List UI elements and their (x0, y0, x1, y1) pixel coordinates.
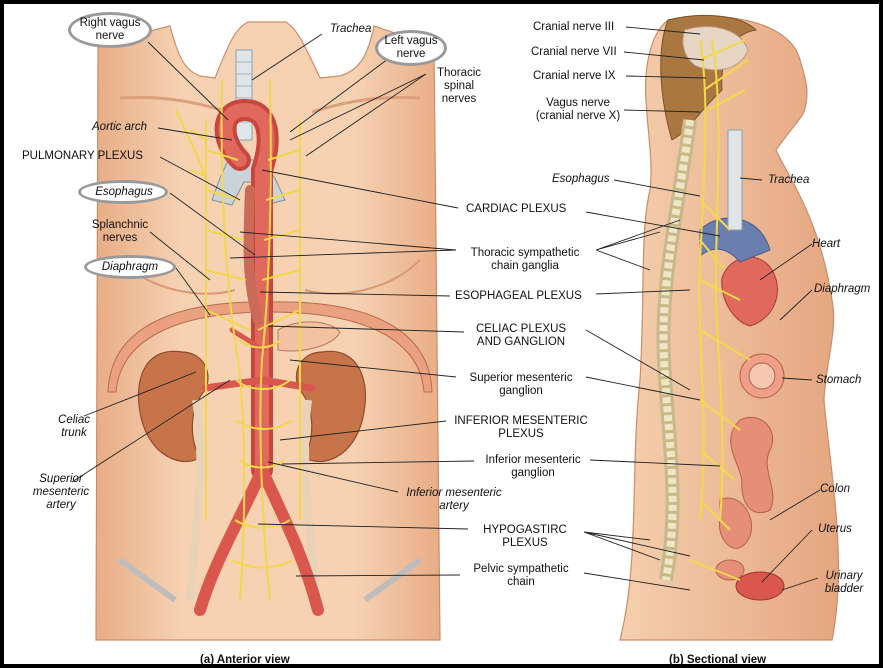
caption-sectional-view: (b) Sectional view (669, 654, 766, 666)
sectional-body (620, 15, 838, 640)
label-cranial-nerve-ix: Cranial nerve IX (533, 70, 615, 83)
label-esophagus-anterior: Esophagus (82, 186, 166, 199)
label-stomach: Stomach (816, 374, 861, 387)
label-heart: Heart (812, 238, 840, 251)
label-uterus: Uterus (818, 523, 852, 536)
label-pulmonary-plexus: PULMONARY PLEXUS (22, 150, 143, 163)
label-esophageal-plexus: ESOPHAGEAL PLEXUS (455, 290, 582, 303)
label-cardiac-plexus: CARDIAC PLEXUS (466, 203, 566, 216)
label-vagus-nerve-x: Vagus nerve(cranial nerve X) (528, 97, 628, 123)
label-diaphragm-anterior: Diaphragm (88, 261, 172, 274)
label-cranial-nerve-iii: Cranial nerve III (533, 21, 614, 34)
label-trachea-sectional: Trachea (768, 174, 809, 187)
label-aortic-arch: Aortic arch (92, 121, 147, 134)
label-trachea-anterior: Trachea (330, 23, 371, 36)
label-colon: Colon (820, 483, 850, 496)
caption-anterior-view: (a) Anterior view (200, 654, 290, 666)
label-esophagus-sectional: Esophagus (552, 173, 610, 186)
label-diaphragm-sectional: Diaphragm (814, 283, 870, 296)
label-cranial-nerve-vii: Cranial nerve VII (531, 46, 617, 59)
